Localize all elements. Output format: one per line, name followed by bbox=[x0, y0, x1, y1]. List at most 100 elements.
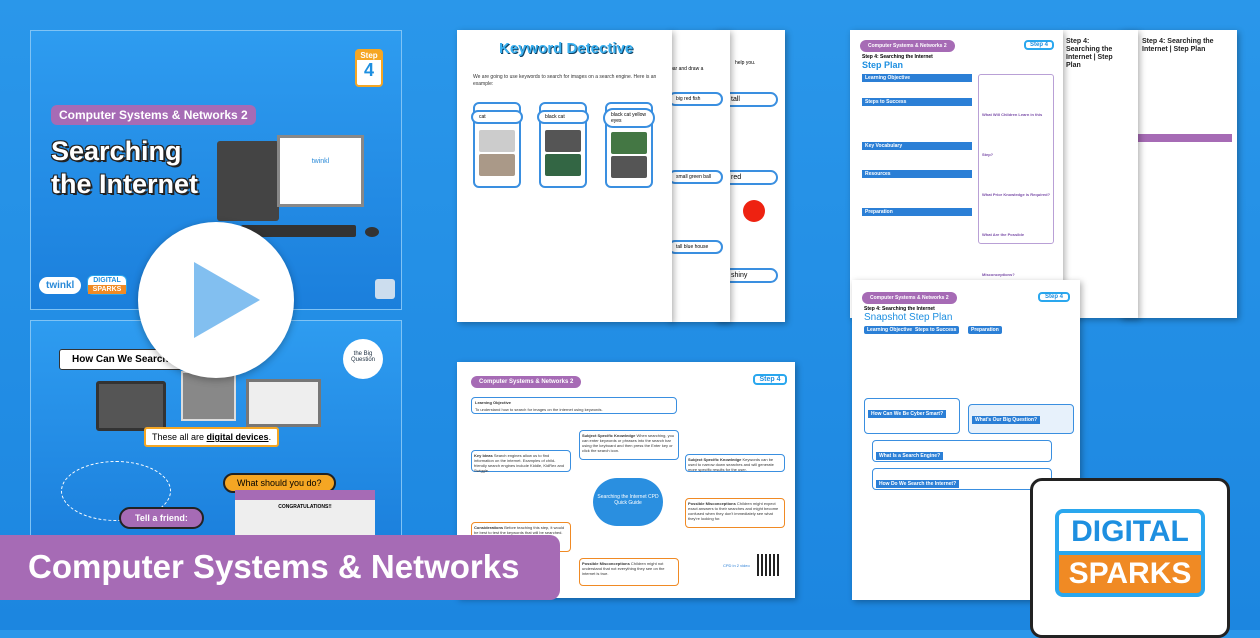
center-cloud: Searching the Internet CPD Quick Guide bbox=[593, 478, 663, 526]
play-icon bbox=[194, 262, 260, 338]
congrats-text: CONGRATULATIONS!! bbox=[278, 504, 332, 510]
cm-objective: To understand how to search for images o… bbox=[475, 407, 603, 412]
ss-pill: Computer Systems & Networks 2 bbox=[862, 292, 957, 304]
example-black-cat-yellow-eyes: black cat yellow eyes bbox=[603, 102, 655, 188]
search-black-cat: black cat bbox=[537, 110, 589, 124]
cm-box-text: When searching, you can enter keywords o… bbox=[582, 433, 675, 453]
keyword-detective-worksheet: Keyword Detective We are going to use ke… bbox=[457, 30, 672, 322]
word-red: red bbox=[723, 170, 778, 185]
topic-banner: Computer Systems & Networks bbox=[0, 535, 560, 600]
tablet-image bbox=[181, 371, 236, 421]
cm-step: Step 4 bbox=[753, 374, 787, 385]
search-green-ball: small green ball bbox=[668, 170, 723, 184]
sp-section: Preparation bbox=[862, 208, 972, 216]
cm-objective-title: Learning Objective bbox=[475, 400, 512, 405]
search-blue-house: tall blue house bbox=[668, 240, 723, 254]
ss-box: What's Our Big Question? bbox=[972, 416, 1041, 424]
worksheet-title: Keyword Detective bbox=[499, 40, 634, 57]
cm-box-text: Children might expect exact answers to t… bbox=[688, 501, 779, 521]
brand-sparks: SPARKS bbox=[1055, 555, 1205, 597]
title-slide: Step 4 Computer Systems & Networks 2 Sea… bbox=[30, 30, 402, 310]
digital-sparks-logo: DIGITAL SPARKS bbox=[87, 275, 127, 295]
title-line-2: the Internet bbox=[51, 169, 199, 199]
quality-badge-icon bbox=[375, 279, 395, 299]
ss-column: Preparation bbox=[968, 326, 1002, 334]
desktop-image bbox=[246, 379, 321, 427]
sp-subtitle: Step 4: Searching the Internet bbox=[862, 54, 933, 60]
cm-box-text: Keywords can be used to narrow down sear… bbox=[688, 457, 774, 472]
step-badge: Step 4 bbox=[355, 49, 383, 87]
tell-friend: Tell a friend: bbox=[119, 507, 204, 529]
slide-title: Searching the Internet bbox=[51, 135, 198, 201]
devices-caption: These all are digital devices. bbox=[144, 427, 280, 447]
cm-box-text: Before teaching this step, it would be b… bbox=[474, 525, 565, 535]
cm-box-title: Considerations bbox=[474, 525, 504, 530]
topic-pill: Computer Systems & Networks 2 bbox=[51, 105, 256, 125]
worksheet-sheet-2: bar and draw a big red fish small green … bbox=[668, 30, 730, 322]
cm-box-title: Key Ideas bbox=[474, 453, 493, 458]
cm-box-title: Subject Specific Knowledge bbox=[688, 457, 742, 462]
ss-step: Step 4 bbox=[1038, 292, 1070, 302]
sp-side-heading: What Are the Possible Misconceptions? bbox=[982, 232, 1025, 277]
word-shiny: shiny bbox=[723, 268, 778, 283]
cm-box-title: Possible Misconceptions bbox=[582, 561, 630, 566]
sp-section: Resources bbox=[862, 170, 972, 178]
laptop-image bbox=[96, 381, 166, 431]
step-number: 4 bbox=[363, 60, 374, 80]
example-black-cat: black cat bbox=[537, 102, 589, 188]
ss-column: Learning Objective bbox=[864, 326, 916, 334]
example-cat: cat bbox=[471, 102, 523, 188]
sp-section: Steps to Success bbox=[862, 98, 972, 106]
caption-suffix: . bbox=[268, 432, 272, 442]
search-cat: cat bbox=[471, 110, 523, 124]
cm-box-title: Subject Specific Knowledge bbox=[582, 433, 636, 438]
brand-digital: DIGITAL bbox=[1055, 509, 1205, 555]
search-red-fish: big red fish bbox=[668, 92, 723, 106]
caption-bold: digital devices bbox=[206, 432, 269, 442]
search-yellow-eyes: black cat yellow eyes bbox=[603, 108, 655, 128]
sp3-header: Step 4: Searching the Internet | Step Pl… bbox=[1142, 38, 1214, 53]
computer-illustration: twinkl bbox=[217, 135, 382, 245]
step-plan-page: Computer Systems & Networks 2 Step 4 Ste… bbox=[850, 30, 1063, 318]
cm-box-text: Children might not understand that not e… bbox=[582, 561, 665, 576]
step-plan-page-3: Step 4: Searching the Internet | Step Pl… bbox=[1120, 30, 1237, 318]
cm-pill: Computer Systems & Networks 2 bbox=[471, 376, 582, 388]
ss-subtitle: Step 4: Searching the Internet bbox=[864, 306, 935, 312]
red-circle-image bbox=[743, 200, 765, 222]
caption-prefix: These all are bbox=[152, 432, 207, 442]
digital-sparks-brand-logo: DIGITAL SPARKS bbox=[1030, 478, 1230, 638]
step-label: Step bbox=[357, 51, 381, 60]
step-plan-page-2: Step 4: Searching the Internet | Step Pl… bbox=[1063, 30, 1138, 318]
worksheet-intro: We are going to use keywords to search f… bbox=[473, 74, 657, 87]
ds-line-1: DIGITAL bbox=[93, 277, 121, 284]
sp-side-heading: What Prior Knowledge is Required? bbox=[982, 192, 1051, 197]
screen-brand: twinkl bbox=[280, 138, 361, 204]
cm-box-text: Search engines allow us to find informat… bbox=[474, 453, 565, 473]
sp-section: Key Vocabulary bbox=[862, 142, 972, 150]
web-children-illustration bbox=[61, 461, 171, 521]
sheet2-text: bar and draw a bbox=[670, 66, 704, 72]
sp-title: Step Plan bbox=[862, 60, 904, 70]
ss-column: Steps to Success bbox=[912, 326, 960, 334]
sheet3-text: help you. bbox=[735, 60, 756, 66]
ss-title: Snapshot Step Plan bbox=[864, 312, 953, 323]
cpd-video-label: CPD in 2 video bbox=[723, 563, 750, 568]
big-q-2: Question bbox=[350, 357, 375, 363]
sp2-header: Step 4: Searching the Internet | Step Pl… bbox=[1066, 38, 1113, 69]
sp-side-heading: What Will Children Learn in this Step? bbox=[982, 112, 1043, 157]
twinkl-logo: twinkl bbox=[39, 277, 82, 294]
play-button[interactable] bbox=[138, 222, 294, 378]
qr-code-icon[interactable] bbox=[757, 554, 779, 576]
sp-section: Learning Objective bbox=[862, 74, 972, 82]
cm-box-title: Possible Misconceptions bbox=[688, 501, 736, 506]
ss-box: How Can We Be Cyber Smart? bbox=[868, 410, 947, 418]
word-tall: tall bbox=[723, 92, 778, 107]
ss-box: How Do We Search the Internet? bbox=[876, 480, 960, 488]
ds-line-2: SPARKS bbox=[88, 285, 126, 294]
big-q-1: the Big bbox=[353, 351, 373, 357]
ss-box: What Is a Search Engine? bbox=[876, 452, 944, 460]
title-line-1: Searching bbox=[51, 136, 182, 166]
sp-pill: Computer Systems & Networks 2 bbox=[860, 40, 955, 52]
